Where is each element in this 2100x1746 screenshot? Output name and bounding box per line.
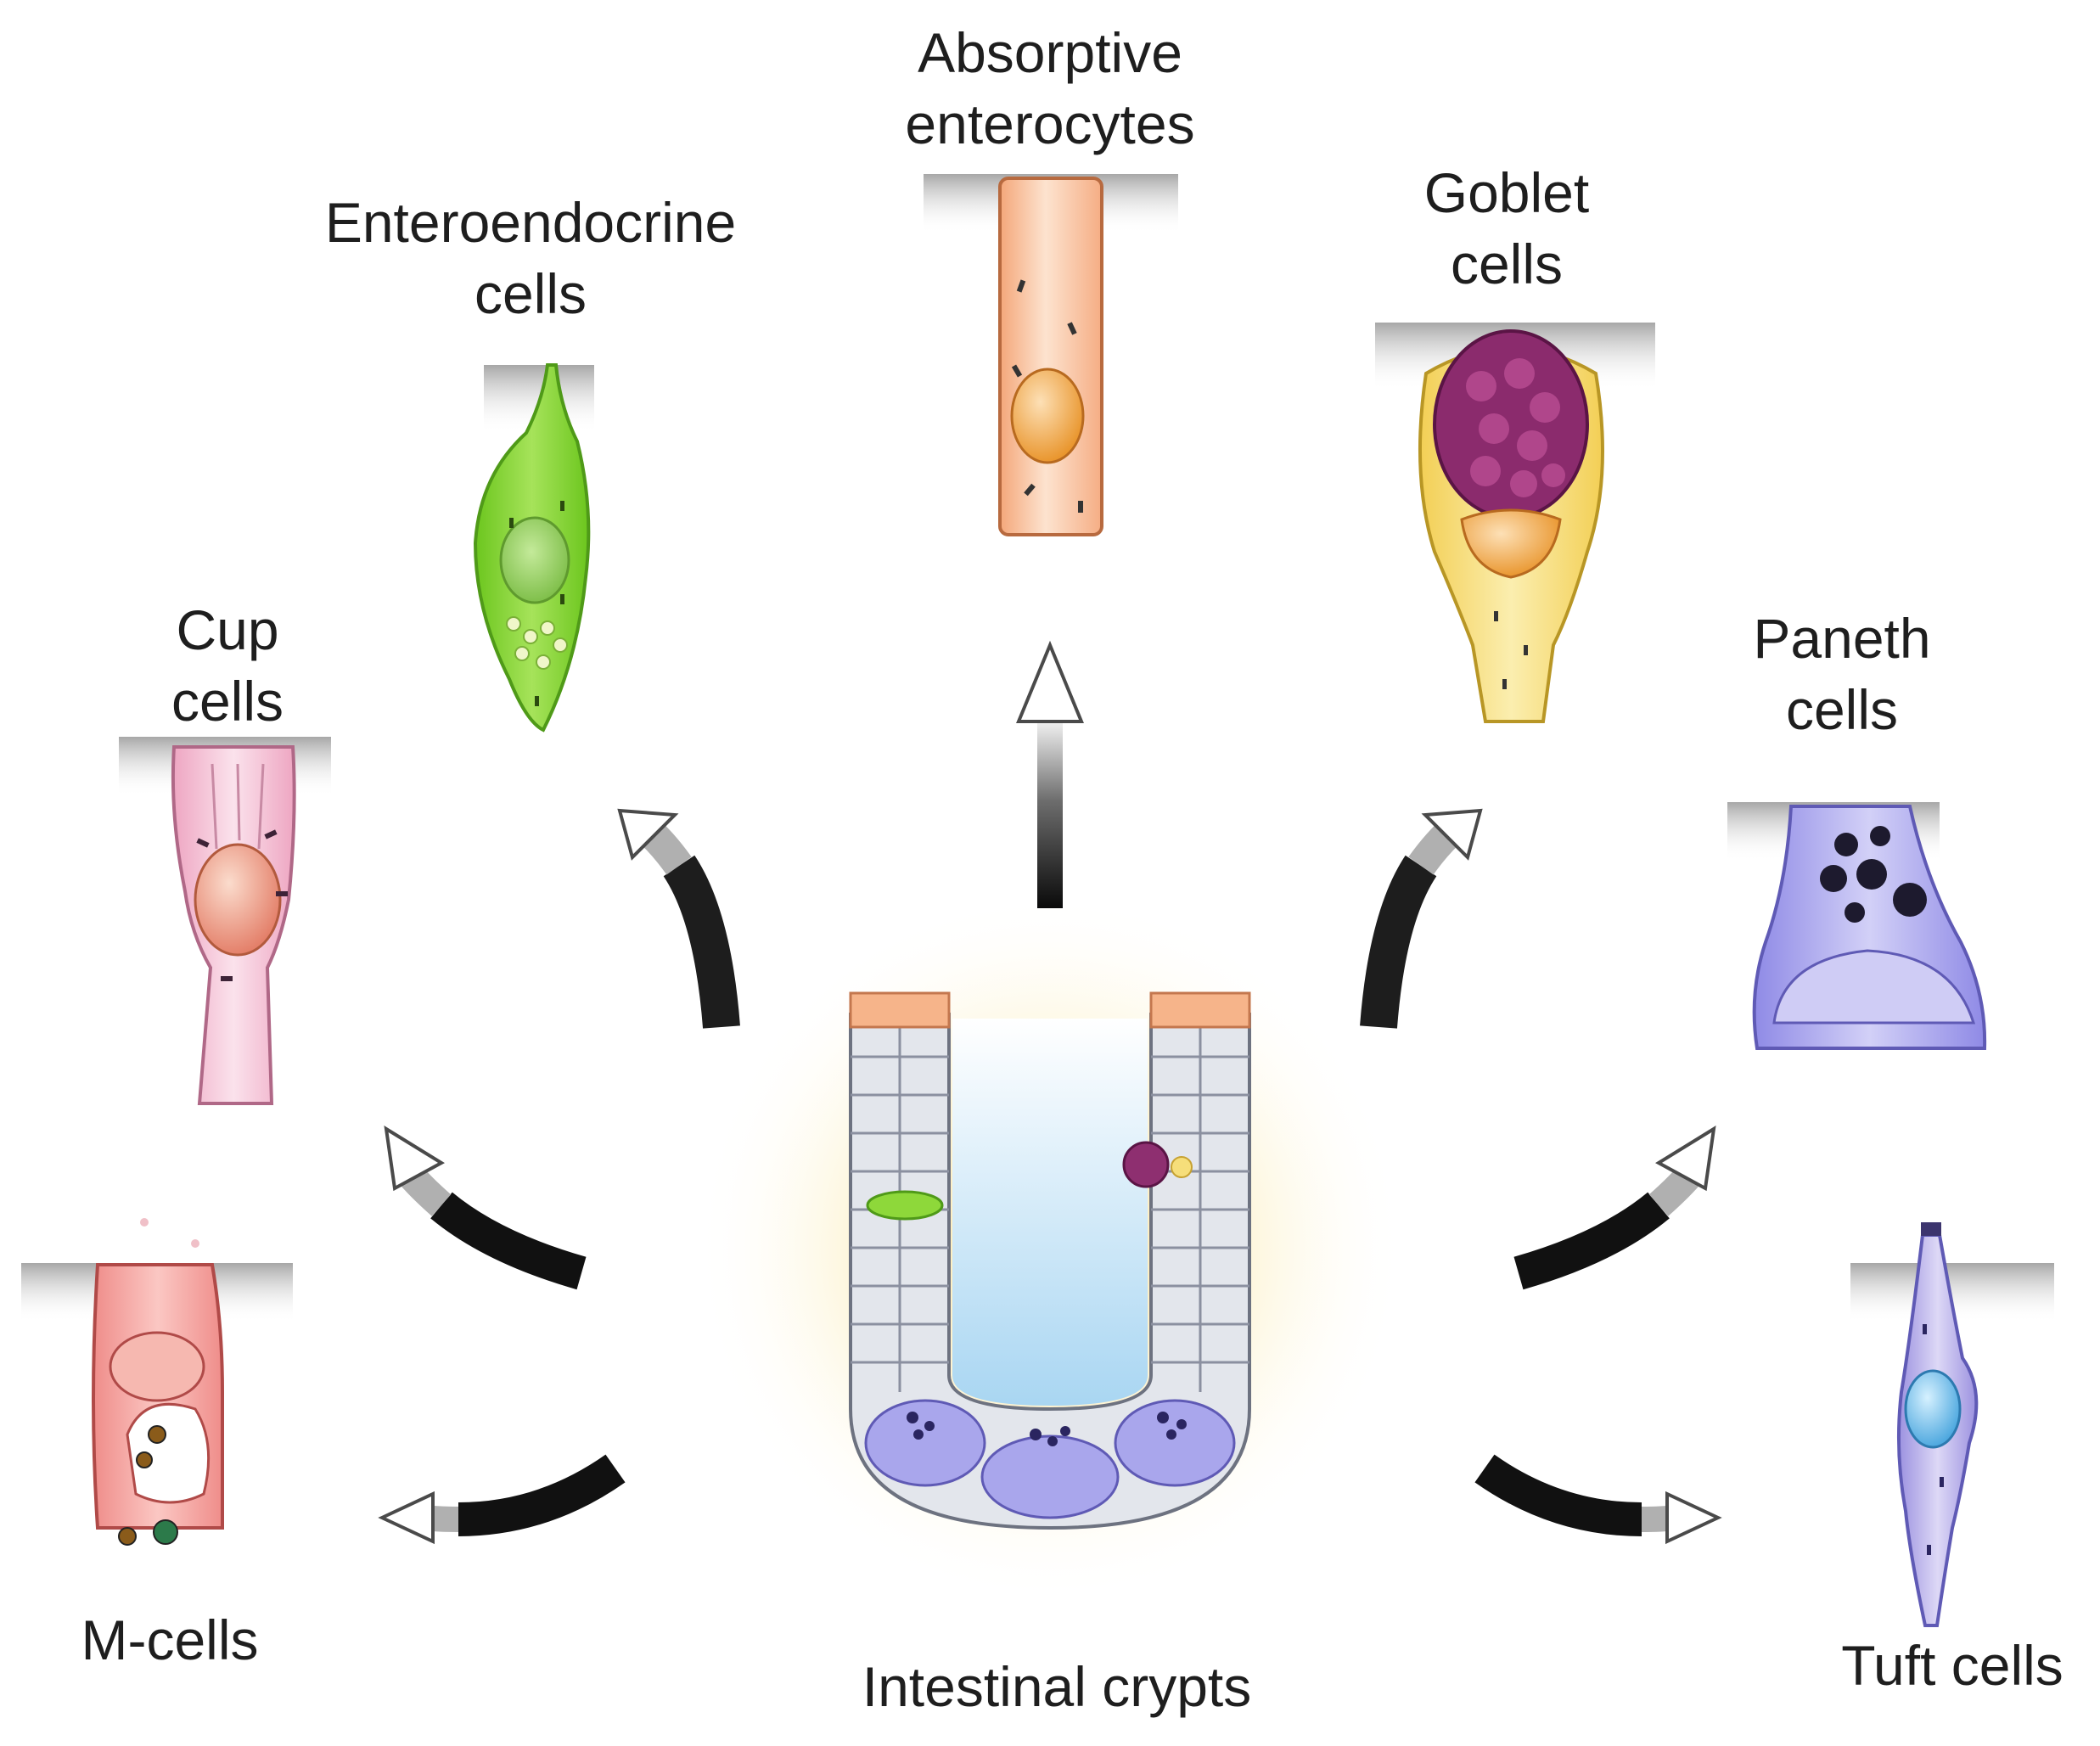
label-tuft-line1: Tuft cells [1841,1634,2064,1697]
arrow-to-cup [384,1126,587,1290]
label-absorptive-enterocytes: Absorptive enterocytes [905,17,1194,160]
cup-cell [119,737,331,1105]
label-paneth-line2: cells [1785,678,1899,741]
label-goblet-cells: Goblet cells [1424,157,1589,300]
arrow-to-paneth [1513,1126,1716,1290]
label-crypts-line1: Intestinal crypts [862,1655,1252,1718]
intestinal-crypt [693,891,1407,1604]
label-absorptive-line1: Absorptive [918,21,1182,84]
label-tuft-cells: Tuft cells [1841,1630,2064,1701]
label-cup-cells: Cup cells [171,594,284,737]
label-absorptive-line2: enterocytes [905,93,1195,155]
absorptive-enterocyte-cell [924,174,1178,536]
crypt-enteroendocrine-cell [866,1190,944,1221]
crypt-goblet-cell [1122,1141,1170,1188]
label-enteroendocrine-cells: Enteroendocrine cells [325,187,736,329]
enteroendocrine-cell [473,363,594,733]
label-paneth-cells: Paneth cells [1753,603,1930,745]
label-m-line1: M-cells [81,1608,259,1671]
crypt-left-enterocyte-cap [849,991,951,1029]
m-cell [21,1218,293,1546]
arrow-to-m-cells [378,1454,626,1545]
arrow-to-enteroendocrine [617,808,740,1029]
goblet-cell [1375,323,1655,723]
crypt-epithelium [849,1013,1251,1530]
label-enteroendocrine-line1: Enteroendocrine [324,191,737,254]
arrow-to-goblet [1360,808,1483,1029]
label-intestinal-crypts: Intestinal crypts [862,1651,1252,1722]
crypt-right-enterocyte-cap [1149,991,1251,1029]
label-goblet-line1: Goblet [1423,161,1590,224]
crypt-paneth-cells [864,1399,1236,1519]
label-cup-line1: Cup [176,598,279,661]
crypt-lumen [952,1019,1148,1406]
arrow-to-tuft [1474,1454,1722,1545]
label-enteroendocrine-line2: cells [474,262,587,325]
label-goblet-line2: cells [1450,233,1564,295]
paneth-cell [1727,802,1987,1050]
label-m-cells: M-cells [81,1604,259,1676]
label-cup-line2: cells [171,670,284,733]
arrow-to-absorptive [1016,640,1084,908]
label-paneth-line1: Paneth [1753,607,1931,670]
tuft-cell [1850,1222,2054,1627]
